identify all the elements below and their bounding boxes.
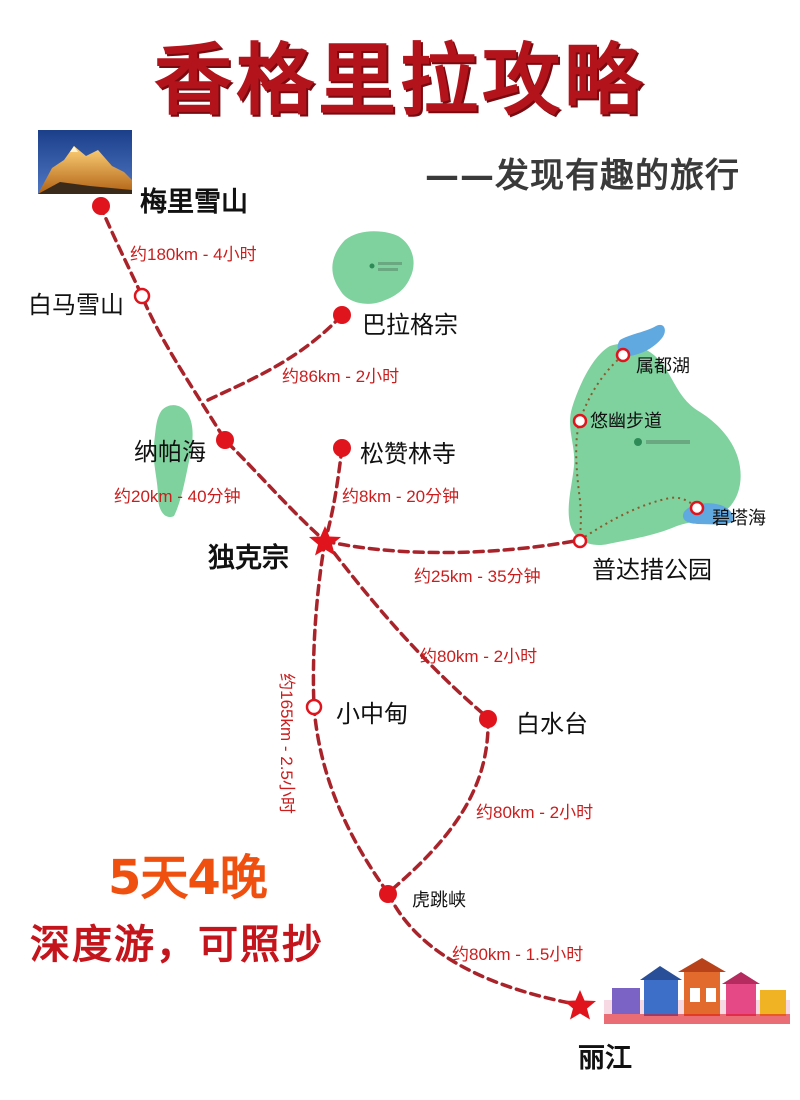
napahai-marker bbox=[216, 431, 234, 449]
hutiaoxia-marker bbox=[379, 885, 397, 903]
xiaozhongdian-marker bbox=[305, 698, 323, 716]
baima-marker bbox=[133, 287, 151, 305]
dukezong-star-icon bbox=[309, 526, 341, 556]
label-shudu: 属都湖 bbox=[636, 356, 690, 377]
balagezong-marker bbox=[333, 306, 351, 324]
lijiang-city-illustration bbox=[604, 958, 790, 1024]
baishuitai-marker bbox=[479, 710, 497, 728]
label-meili: 梅里雪山 bbox=[140, 187, 248, 218]
label-dukezong: 独克宗 bbox=[208, 543, 289, 574]
distance-napahai: 约20km - 40分钟 bbox=[114, 487, 241, 506]
shudu-lake-shape bbox=[617, 324, 665, 357]
napahai-lake-shape bbox=[153, 405, 193, 518]
shudu-marker bbox=[615, 347, 631, 363]
distance-songzanlin: 约8km - 20分钟 bbox=[342, 487, 460, 506]
pudacuo-park-shape bbox=[568, 343, 741, 546]
distance-hutiaoxia-lijiang: 约80km - 1.5小时 bbox=[452, 945, 584, 964]
bita-marker bbox=[689, 500, 705, 516]
youyou-marker bbox=[572, 413, 588, 429]
label-napahai: 纳帕海 bbox=[134, 438, 206, 466]
label-baima: 白马雪山 bbox=[28, 291, 124, 319]
page-title: 香格里拉攻略 bbox=[153, 35, 646, 126]
label-hutiaoxia: 虎跳峡 bbox=[412, 890, 466, 911]
label-baishuitai: 白水台 bbox=[516, 710, 588, 738]
distance-meili: 约180km - 4小时 bbox=[130, 245, 257, 264]
label-songzanlin: 松赞林寺 bbox=[360, 440, 456, 468]
pudacuo-marker bbox=[572, 533, 588, 549]
distance-balagezong: 约86km - 2小时 bbox=[282, 367, 400, 386]
label-pudacuo: 普达措公园 bbox=[592, 556, 712, 584]
meili-photo bbox=[38, 130, 132, 194]
label-youyou: 悠幽步道 bbox=[590, 411, 662, 432]
label-xiaozhongdian: 小中甸 bbox=[336, 700, 408, 728]
distance-pudacuo: 约25km - 35分钟 bbox=[414, 567, 541, 586]
label-lijiang: 丽江 bbox=[578, 1043, 632, 1074]
page-subtitle: ——发现有趣的旅行 bbox=[425, 156, 740, 196]
promo-duration: 5天4晚 bbox=[108, 850, 268, 906]
lijiang-star-icon bbox=[564, 990, 596, 1020]
distance-baishuitai-hutiaoxia: 约80km - 2小时 bbox=[476, 803, 594, 822]
distance-baishuitai: 约80km - 2小时 bbox=[420, 647, 538, 666]
distance-xiaozhongdian: 约165km - 2.5小时 bbox=[276, 673, 296, 814]
songzanlin-marker bbox=[333, 439, 351, 457]
label-balagezong: 巴拉格宗 bbox=[362, 311, 458, 339]
promo-tagline: 深度游，可照抄 bbox=[30, 922, 324, 968]
meili-marker bbox=[92, 197, 110, 215]
label-bita: 碧塔海 bbox=[712, 508, 766, 529]
